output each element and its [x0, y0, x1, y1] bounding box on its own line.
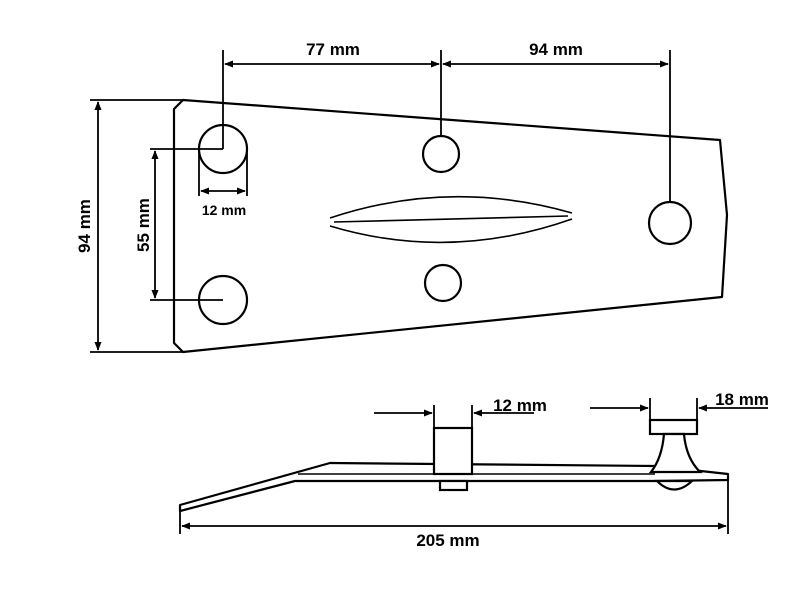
- label-94mm-height: 94 mm: [75, 199, 94, 253]
- rivet-head-cap: [648, 418, 699, 436]
- label-12mm-hole: 12 mm: [202, 202, 246, 218]
- hole-bottom-middle: [423, 263, 463, 303]
- label-18mm-head: 18 mm: [715, 390, 769, 409]
- hole-right: [647, 200, 693, 246]
- hole-top-middle: [421, 134, 461, 174]
- rivet-head-bottom: [654, 479, 695, 491]
- pin-body: [432, 426, 474, 476]
- label-12mm-pin: 12 mm: [493, 396, 547, 415]
- plate-outline: [172, 98, 729, 354]
- top-view: 77 mm 94 mm 94 mm 55 mm 12 mm: [75, 40, 729, 354]
- center-rib: [329, 195, 573, 219]
- side-view: 12 mm 18 mm 205 mm: [178, 390, 769, 550]
- label-94mm-top: 94 mm: [529, 40, 583, 59]
- label-205mm: 205 mm: [416, 531, 479, 550]
- center-rib-midline: [333, 215, 569, 223]
- label-55mm: 55 mm: [134, 198, 153, 252]
- rivet-head-neck: [648, 432, 703, 474]
- center-rib-lower: [329, 218, 573, 244]
- label-77mm: 77 mm: [306, 40, 360, 59]
- pin-base: [438, 479, 469, 492]
